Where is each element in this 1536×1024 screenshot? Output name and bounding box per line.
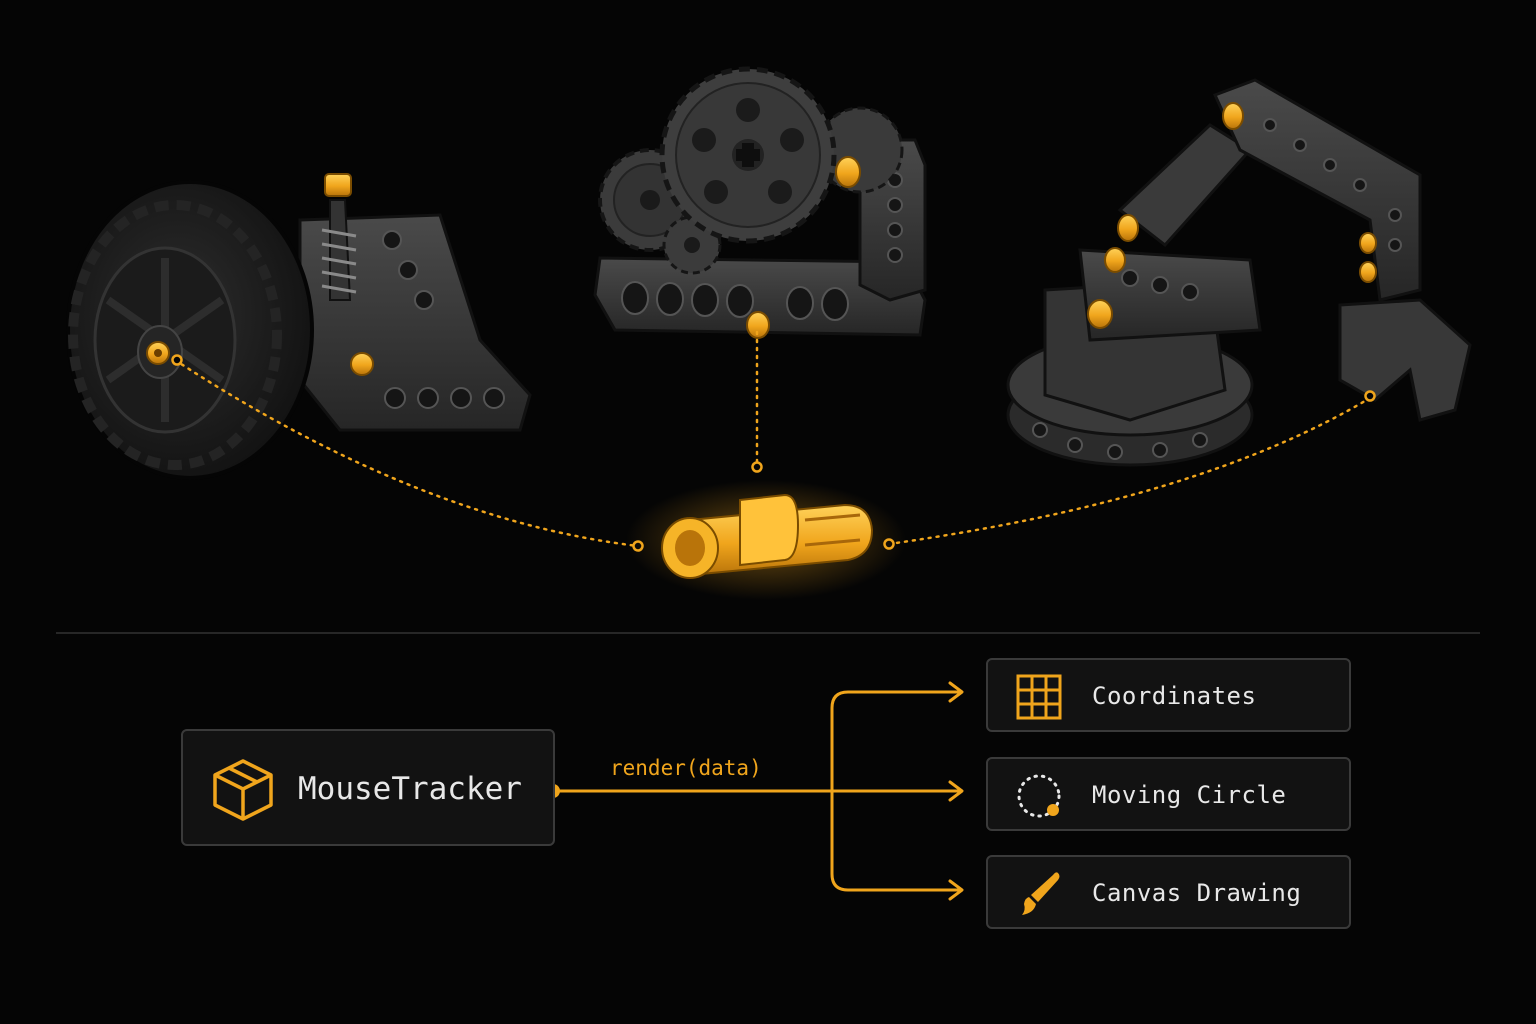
robot-arm-icon <box>1008 80 1470 465</box>
output-label: Canvas Drawing <box>1092 879 1301 907</box>
render-edge-label: render(data) <box>610 756 762 780</box>
output-label: Moving Circle <box>1092 781 1286 809</box>
output-canvas-drawing[interactable]: Canvas Drawing <box>986 855 1351 929</box>
output-moving-circle[interactable]: Moving Circle <box>986 757 1351 831</box>
dotted-circle-icon <box>1014 771 1064 821</box>
connector-pin-icon <box>626 480 906 600</box>
cube-icon <box>210 757 276 823</box>
mousetracker-label: MouseTracker <box>298 771 522 807</box>
grid-icon <box>1014 672 1064 722</box>
output-coordinates[interactable]: Coordinates <box>986 658 1351 732</box>
paintbrush-icon <box>1014 869 1064 919</box>
gear-assembly-icon <box>595 69 925 338</box>
mousetracker-node[interactable]: MouseTracker <box>181 729 555 846</box>
flow-arrows <box>555 683 962 899</box>
output-label: Coordinates <box>1092 682 1256 710</box>
